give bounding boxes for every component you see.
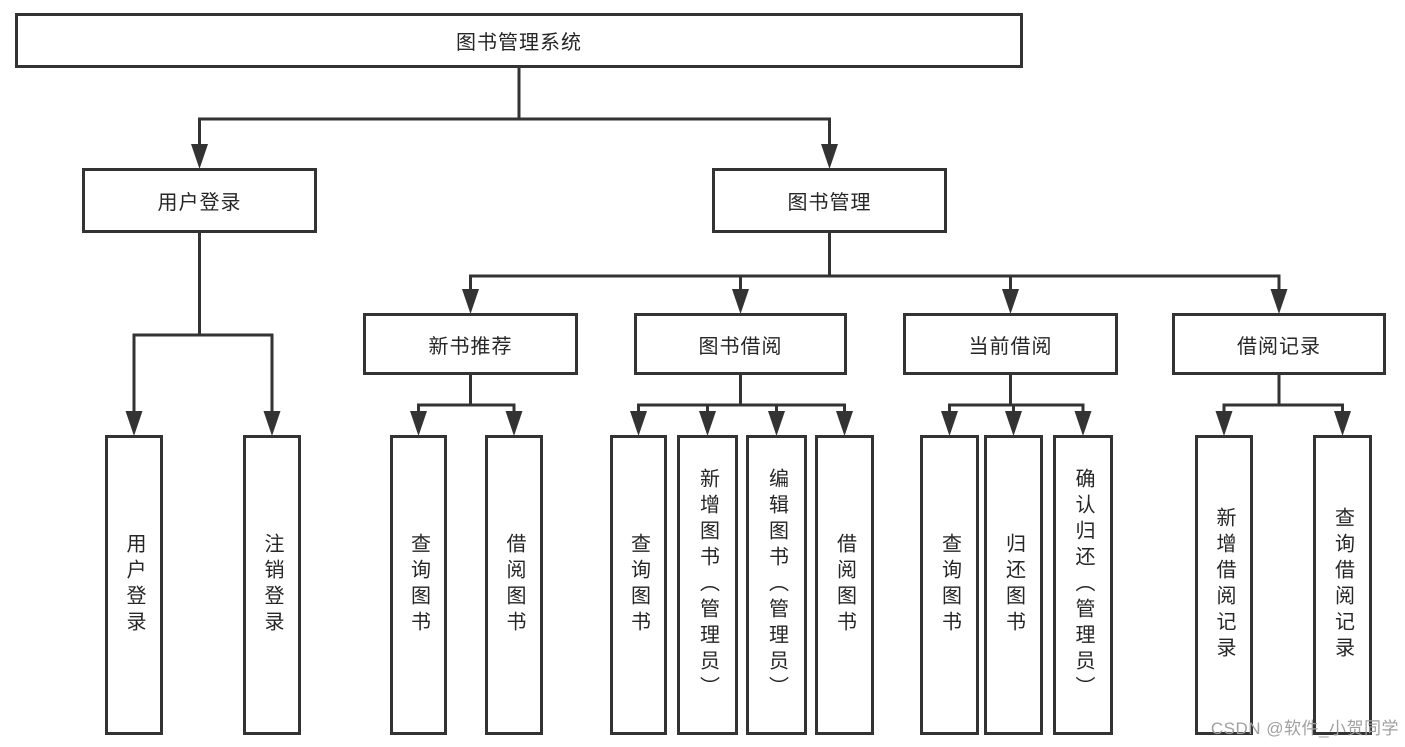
arrowhead-icon bbox=[125, 411, 143, 436]
node-label: 用户登录 bbox=[123, 533, 145, 637]
node-user-login: 用户登录 bbox=[82, 168, 317, 233]
node-borrowing-records: 借阅记录 bbox=[1172, 313, 1386, 375]
node-label: 查询借阅记录 bbox=[1331, 507, 1354, 663]
node-label: 查询图书 bbox=[627, 533, 650, 637]
node-user-login-action: 用户登录 bbox=[105, 435, 163, 735]
node-recommend-borrow-books: 借阅图书 bbox=[485, 435, 543, 735]
node-logout-action: 注销登录 bbox=[243, 435, 301, 735]
arrowhead-icon bbox=[1334, 411, 1351, 436]
node-label: 查询图书 bbox=[407, 533, 430, 637]
arrowhead-icon bbox=[263, 411, 281, 436]
arrowhead-icon bbox=[732, 289, 749, 314]
node-library-system: 图书管理系统 bbox=[15, 13, 1023, 68]
arrowhead-icon bbox=[1005, 411, 1022, 436]
arrowhead-icon bbox=[821, 144, 838, 169]
node-borrowing-query-books: 查询图书 bbox=[610, 435, 667, 735]
node-label: 确认归还（管理员） bbox=[1072, 468, 1094, 702]
node-label: 借阅图书 bbox=[833, 533, 856, 637]
node-confirm-return-admin: 确认归还（管理员） bbox=[1053, 435, 1113, 735]
arrowhead-icon bbox=[1002, 289, 1019, 314]
node-label: 图书管理系统 bbox=[456, 32, 582, 54]
watermark: CSDN @软件_小贺同学 bbox=[1210, 719, 1399, 738]
arrowhead-icon bbox=[191, 144, 208, 169]
arrowhead-icon bbox=[836, 411, 853, 436]
arrowhead-icon bbox=[505, 411, 523, 436]
node-edit-books-admin: 编辑图书（管理员） bbox=[746, 435, 807, 735]
arrowhead-icon bbox=[462, 289, 479, 314]
node-query-borrow-record: 查询借阅记录 bbox=[1313, 435, 1372, 735]
node-label: 当前借阅 bbox=[968, 335, 1053, 358]
node-label: 借阅记录 bbox=[1237, 335, 1321, 358]
node-borrow-books: 借阅图书 bbox=[815, 435, 874, 735]
node-new-book-recommend: 新书推荐 bbox=[363, 313, 578, 375]
arrowhead-icon bbox=[410, 411, 427, 436]
node-label: 新增借阅记录 bbox=[1213, 507, 1235, 663]
node-label: 借阅图书 bbox=[503, 533, 525, 637]
arrowhead-icon bbox=[941, 411, 958, 436]
node-label: 归还图书 bbox=[1002, 533, 1025, 637]
arrowhead-icon bbox=[768, 411, 785, 436]
arrowhead-icon bbox=[1270, 289, 1288, 314]
node-add-books-admin: 新增图书（管理员） bbox=[677, 435, 738, 735]
arrowhead-icon bbox=[1074, 411, 1092, 436]
node-recommend-query-books: 查询图书 bbox=[390, 435, 447, 735]
node-return-books: 归还图书 bbox=[984, 435, 1043, 735]
node-label: 注销登录 bbox=[261, 533, 283, 637]
node-label: 用户登录 bbox=[157, 192, 242, 214]
arrowhead-icon bbox=[630, 411, 647, 436]
arrowhead-icon bbox=[1215, 411, 1233, 436]
node-label: 新增图书（管理员） bbox=[696, 468, 719, 702]
node-label: 新书推荐 bbox=[428, 335, 513, 358]
arrowhead-icon bbox=[699, 411, 716, 436]
node-label: 查询图书 bbox=[938, 533, 961, 637]
node-book-borrowing: 图书借阅 bbox=[634, 313, 847, 375]
node-label: 图书借阅 bbox=[698, 335, 783, 358]
node-add-borrow-record: 新增借阅记录 bbox=[1195, 435, 1253, 735]
node-current-query-books: 查询图书 bbox=[920, 435, 979, 735]
node-label: 图书管理 bbox=[787, 192, 872, 214]
node-book-management: 图书管理 bbox=[712, 168, 947, 233]
node-current-borrowing: 当前借阅 bbox=[903, 313, 1118, 375]
node-label: 编辑图书（管理员） bbox=[765, 468, 788, 702]
